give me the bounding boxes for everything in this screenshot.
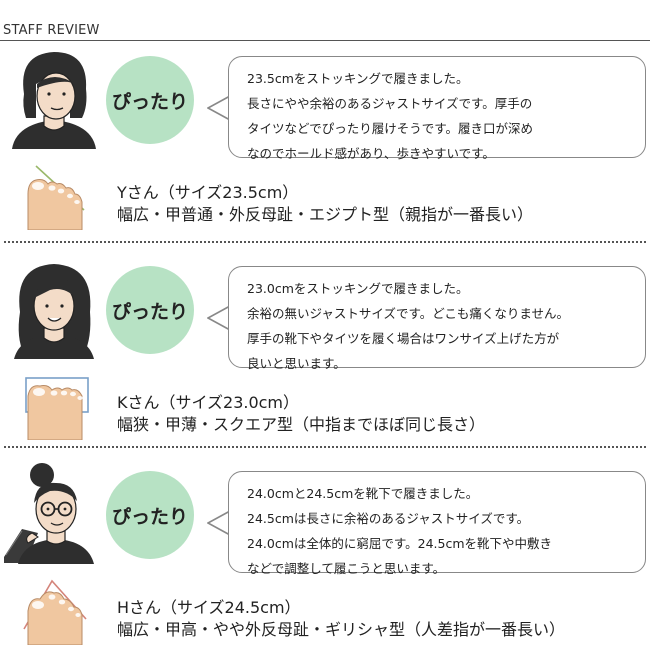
staff-avatar-short-hair bbox=[12, 52, 96, 149]
staff-foot-type: 幅広・甲高・やや外反母趾・ギリシャ型（人差指が一番長い） bbox=[117, 620, 566, 639]
header: STAFF REVIEW bbox=[0, 22, 650, 41]
review-comment-bubble: 23.0cmをストッキングで履きました。 余裕の無いジャストサイズです。どこも痛… bbox=[228, 266, 646, 371]
staff-name-size: Hさん（サイズ24.5cm） bbox=[117, 598, 301, 617]
review-comment-line: 24.0cmと24.5cmを靴下で履きました。 bbox=[247, 486, 479, 501]
review-comment-line: 24.0cmは全体的に窮屈です。24.5cmを靴下や中敷き bbox=[247, 536, 553, 551]
review-comment-line: 長さにやや余裕のあるジャストサイズです。厚手の bbox=[247, 96, 533, 111]
speech-bubble-tail bbox=[207, 95, 231, 121]
review-comment-bubble: 24.0cmと24.5cmを靴下で履きました。 24.5cmは長さに余裕のあるジ… bbox=[228, 471, 646, 576]
foot-greek-icon bbox=[23, 579, 87, 645]
staff-avatar-bun-glasses bbox=[4, 463, 94, 564]
fit-badge-label: ぴったり bbox=[111, 90, 188, 113]
review-comment-line: タイツなどでぴったり履けそうです。履き口が深め bbox=[247, 121, 534, 136]
review-comment-line: などで調整して履こうと思います。 bbox=[247, 561, 446, 576]
header-title: STAFF REVIEW bbox=[3, 23, 100, 38]
staff-profile: Yさん（サイズ23.5cm） 幅広・甲普通・外反母趾・エジプト型（親指が一番長い… bbox=[117, 182, 533, 226]
foot-square-icon bbox=[25, 377, 89, 440]
review-comment-line: 24.5cmは長さに余裕のあるジャストサイズです。 bbox=[247, 511, 530, 526]
review-comment-line: なのでホールド感があり、歩きやすいです。 bbox=[247, 146, 495, 161]
staff-profile: Kさん（サイズ23.0cm） 幅狭・甲薄・スクエア型（中指までほぼ同じ長さ） bbox=[117, 392, 485, 436]
review-comment-line: 厚手の靴下やタイツを履く場合はワンサイズ上げた方が bbox=[247, 331, 560, 346]
review-comment-bubble: 23.5cmをストッキングで履きました。 長さにやや余裕のあるジャストサイズです… bbox=[228, 56, 646, 161]
fit-badge: ぴったり bbox=[106, 56, 194, 144]
fit-badge-label: ぴったり bbox=[111, 505, 188, 528]
review-comment-line: 余裕の無いジャストサイズです。どこも痛くなりません。 bbox=[247, 306, 570, 321]
staff-name-size: Yさん（サイズ23.5cm） bbox=[117, 183, 299, 202]
staff-review-k: ぴったり 23.0cmをストッキングで履きました。 余裕の無いジャストサイズです… bbox=[0, 254, 650, 444]
speech-bubble-tail bbox=[207, 305, 231, 331]
staff-name-size: Kさん（サイズ23.0cm） bbox=[117, 393, 300, 412]
review-comment-line: 23.0cmをストッキングで履きました。 bbox=[247, 281, 469, 296]
review-divider bbox=[4, 241, 646, 243]
fit-badge: ぴったり bbox=[106, 266, 194, 354]
review-divider bbox=[4, 446, 646, 448]
staff-foot-type: 幅狭・甲薄・スクエア型（中指までほぼ同じ長さ） bbox=[117, 415, 486, 434]
staff-review-h: ぴったり 24.0cmと24.5cmを靴下で履きました。 24.5cmは長さに余… bbox=[0, 459, 650, 649]
fit-badge: ぴったり bbox=[106, 471, 194, 559]
staff-avatar-long-hair bbox=[14, 264, 94, 359]
staff-review-y: ぴったり 23.5cmをストッキングで履きました。 長さにやや余裕のあるジャスト… bbox=[0, 44, 650, 234]
foot-egyptian-icon bbox=[27, 165, 85, 230]
fit-badge-label: ぴったり bbox=[111, 300, 188, 323]
staff-profile: Hさん（サイズ24.5cm） 幅広・甲高・やや外反母趾・ギリシャ型（人差指が一番… bbox=[117, 597, 565, 641]
speech-bubble-tail bbox=[207, 510, 231, 536]
staff-foot-type: 幅広・甲普通・外反母趾・エジプト型（親指が一番長い） bbox=[117, 205, 534, 224]
review-comment-line: 23.5cmをストッキングで履きました。 bbox=[247, 71, 469, 86]
review-comment-line: 良いと思います。 bbox=[247, 356, 346, 371]
